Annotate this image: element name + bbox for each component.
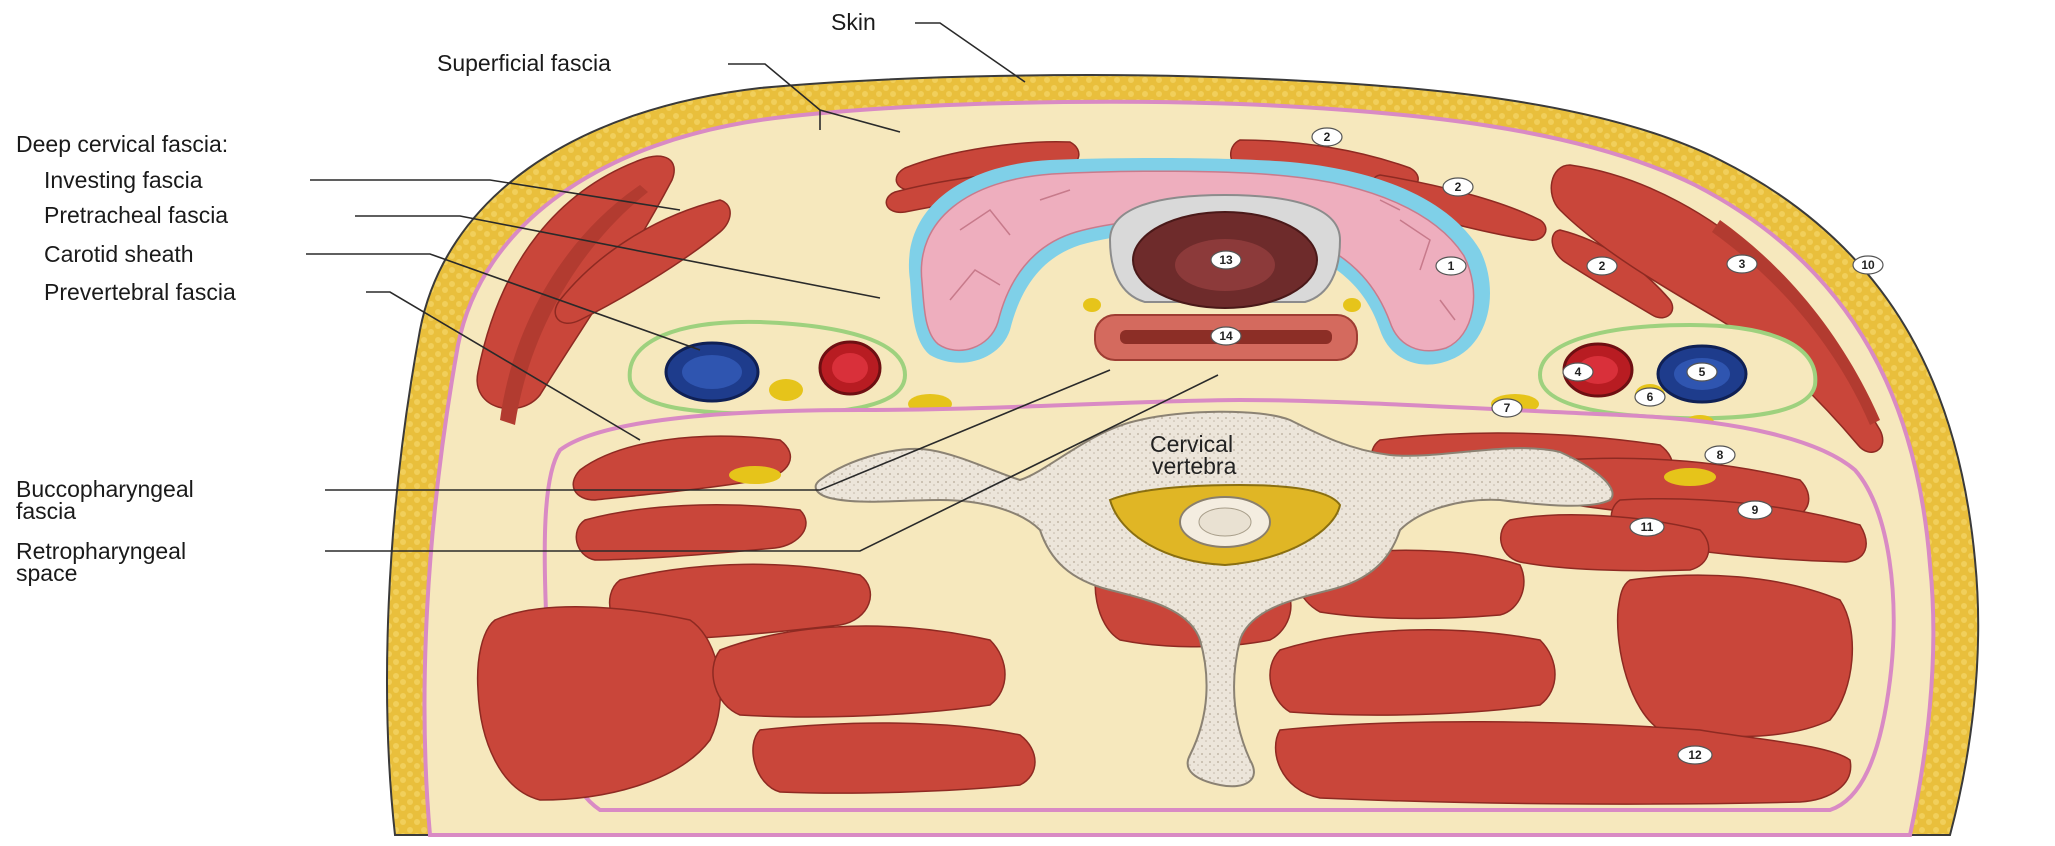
label-deep-cervical-fascia: Deep cervical fascia: bbox=[16, 131, 228, 157]
vertebra-label-line2: vertebra bbox=[1152, 453, 1237, 479]
svg-text:6: 6 bbox=[1647, 390, 1654, 404]
svg-text:11: 11 bbox=[1641, 520, 1654, 534]
svg-text:2: 2 bbox=[1599, 259, 1606, 273]
svg-text:3: 3 bbox=[1739, 257, 1746, 271]
svg-text:5: 5 bbox=[1699, 365, 1706, 379]
label-pretracheal-fascia: Pretracheal fascia bbox=[44, 202, 228, 228]
marker-14: 12 bbox=[1678, 746, 1712, 764]
marker-11: 11 bbox=[1630, 518, 1664, 536]
label-investing-fascia: Investing fascia bbox=[44, 167, 203, 193]
svg-text:13: 13 bbox=[1219, 253, 1233, 267]
svg-text:10: 10 bbox=[1861, 258, 1875, 272]
label-carotid-sheath: Carotid sheath bbox=[44, 241, 194, 267]
marker-12: 13 bbox=[1211, 251, 1241, 269]
marker-9: 8 bbox=[1705, 446, 1735, 464]
marker-10: 9 bbox=[1738, 501, 1772, 519]
label-retropharyngeal-2: space bbox=[16, 560, 77, 586]
svg-text:2: 2 bbox=[1324, 130, 1331, 144]
svg-text:12: 12 bbox=[1688, 748, 1702, 762]
visceral-compartment bbox=[909, 158, 1490, 365]
svg-text:9: 9 bbox=[1752, 503, 1759, 517]
svg-text:14: 14 bbox=[1219, 329, 1233, 343]
label-superficial-fascia: Superficial fascia bbox=[437, 50, 611, 76]
marker-6: 6 bbox=[1635, 388, 1665, 406]
marker-2c: 2 bbox=[1587, 257, 1617, 275]
svg-text:8: 8 bbox=[1717, 448, 1724, 462]
marker-4: 4 bbox=[1563, 363, 1593, 381]
label-buccopharyngeal-2: fascia bbox=[16, 498, 76, 524]
svg-text:2: 2 bbox=[1455, 180, 1462, 194]
svg-text:1: 1 bbox=[1448, 259, 1455, 273]
marker-2b: 2 bbox=[1443, 178, 1473, 196]
label-skin: Skin bbox=[831, 9, 876, 35]
svg-text:7: 7 bbox=[1504, 401, 1511, 415]
label-prevertebral-fascia: Prevertebral fascia bbox=[44, 279, 236, 305]
svg-text:4: 4 bbox=[1575, 365, 1582, 379]
marker-8: 10 bbox=[1853, 256, 1883, 274]
marker-13: 14 bbox=[1211, 327, 1241, 345]
marker-2a: 2 bbox=[1312, 128, 1342, 146]
marker-5: 5 bbox=[1687, 363, 1717, 381]
marker-3: 3 bbox=[1727, 255, 1757, 273]
marker-1: 1 bbox=[1436, 257, 1466, 275]
marker-7: 7 bbox=[1492, 399, 1522, 417]
